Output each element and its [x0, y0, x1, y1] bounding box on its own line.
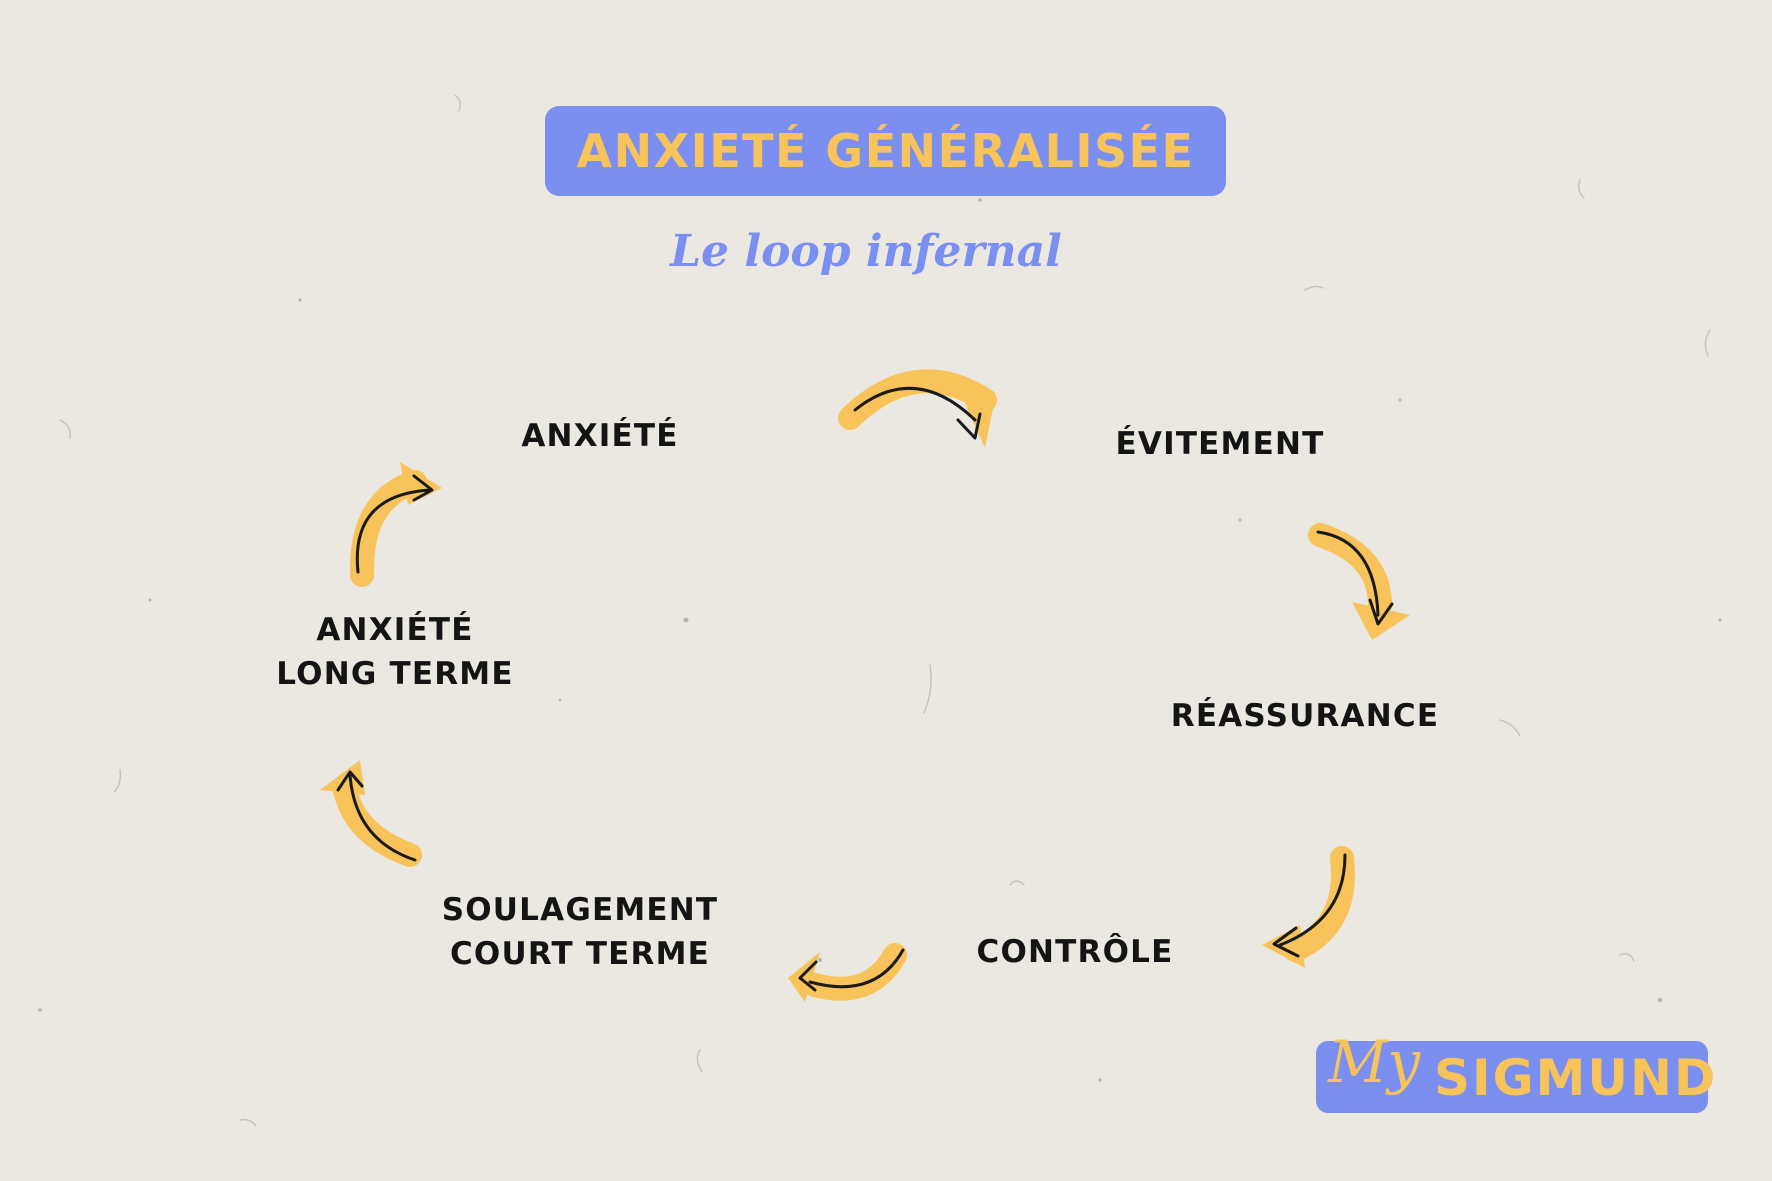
- node-soulagement-line-1: Soulagement: [441, 892, 719, 928]
- arrow-controle-to-soulagement-icon: [788, 943, 907, 1002]
- arrow-reassurance-to-controle-icon: [1262, 846, 1355, 968]
- brand-logo-badge: [1316, 1041, 1708, 1113]
- node-soulagement-line-2: court terme: [449, 936, 711, 972]
- page-title: Anxieté Généralisée: [576, 124, 1195, 178]
- node-controle: Contrôle: [970, 930, 1180, 974]
- node-reassurance-line-1: Réassurance: [1170, 698, 1440, 734]
- node-evitement-line-1: Évitement: [1115, 426, 1325, 462]
- page-subtitle: Le loop infernal: [670, 226, 1062, 277]
- arrow-soulagement-to-long-terme-icon: [320, 760, 422, 867]
- brand-logo-wordmark: Sigmund: [1434, 1049, 1718, 1107]
- node-reassurance: Réassurance: [1160, 694, 1450, 738]
- node-anxiete: Anxiété: [500, 414, 700, 458]
- arrow-anxiete-to-evitement-icon: [838, 369, 997, 448]
- node-controle-line-1: Contrôle: [976, 934, 1174, 970]
- arrow-evitement-to-reassurance-icon: [1308, 523, 1410, 640]
- node-evitement: Évitement: [1100, 422, 1340, 466]
- node-soulagement-court-terme: Soulagement court terme: [430, 888, 730, 976]
- node-anxiete-long-terme-line-2: long terme: [276, 656, 514, 692]
- node-anxiete-line-1: Anxiété: [521, 418, 679, 454]
- node-anxiete-long-terme-line-1: Anxiété: [316, 612, 474, 648]
- arrow-long-terme-to-anxiete-icon: [349, 462, 442, 587]
- title-banner: Anxieté Généralisée: [545, 106, 1226, 196]
- node-anxiete-long-terme: Anxiété long terme: [270, 608, 520, 696]
- brand-logo-script: My: [1328, 1028, 1421, 1096]
